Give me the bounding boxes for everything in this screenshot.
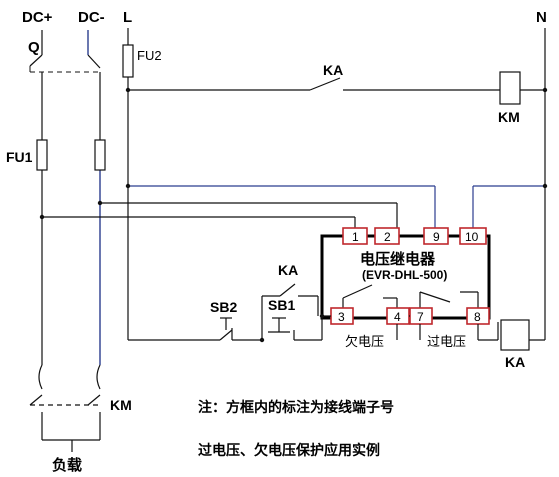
fu2-fuse xyxy=(122,44,134,78)
neutral-label: N xyxy=(536,9,547,26)
fu2-label: FU2 xyxy=(137,48,162,63)
relay-title: 电压继电器 xyxy=(360,250,436,268)
ka-coil xyxy=(500,319,530,351)
terminal-note: 注：方框内的标注为接线端子号 xyxy=(198,399,394,416)
sb2-label: SB2 xyxy=(210,299,237,315)
control-rung xyxy=(219,283,331,341)
wire-l-to-terminal-9 xyxy=(128,185,436,228)
svg-text:9: 9 xyxy=(433,230,440,244)
relay-internal-contacts xyxy=(342,284,479,310)
km-coil-label: KM xyxy=(498,109,520,125)
km-contact-label: KM xyxy=(110,397,132,413)
km-coil xyxy=(499,71,521,105)
terminal-3: 3 xyxy=(330,307,354,325)
relay-model: (EVR-DHL-500) xyxy=(362,268,447,282)
svg-text:10: 10 xyxy=(465,230,479,244)
ka-coil-rung xyxy=(396,322,545,341)
terminal-1: 1 xyxy=(342,227,368,245)
dc-plus-wire xyxy=(29,30,43,440)
terminal-2: 2 xyxy=(374,227,400,245)
wire-dc-minus-to-terminal-2 xyxy=(100,202,398,228)
terminal-4: 4 xyxy=(386,307,410,325)
line-label: L xyxy=(123,9,132,26)
fu1-label: FU1 xyxy=(6,149,33,165)
dc-minus-label: DC- xyxy=(78,9,105,26)
svg-text:1: 1 xyxy=(352,230,359,244)
over-voltage-label: 过电压 xyxy=(427,335,466,350)
load-label: 负载 xyxy=(52,456,82,474)
fu1-fuse-left xyxy=(36,139,48,171)
svg-text:8: 8 xyxy=(474,310,481,324)
q-label: Q xyxy=(28,39,40,56)
ka-hold-contact-label: KA xyxy=(278,262,298,278)
diagram-caption: 过电压、欠电压保护应用实例 xyxy=(198,442,380,459)
terminal-10: 10 xyxy=(459,227,487,245)
km-main-contact xyxy=(30,364,101,406)
ka-coil-label: KA xyxy=(505,354,525,370)
wire-n-to-terminal-10 xyxy=(472,185,545,228)
km-coil-rung xyxy=(128,77,545,91)
ka-top-label: KA xyxy=(323,62,343,78)
under-voltage-label: 欠电压 xyxy=(345,334,384,350)
fu1-fuse-right xyxy=(94,139,106,171)
svg-text:4: 4 xyxy=(394,310,401,324)
terminal-7: 7 xyxy=(409,307,433,325)
load-connector xyxy=(42,439,100,452)
svg-text:3: 3 xyxy=(338,310,345,324)
svg-text:7: 7 xyxy=(417,310,424,324)
sb1-label: SB1 xyxy=(268,297,295,313)
wire-dc-plus-to-terminal-1 xyxy=(42,216,356,228)
svg-text:2: 2 xyxy=(384,230,391,244)
terminal-9: 9 xyxy=(423,227,449,245)
dc-plus-label: DC+ xyxy=(22,9,53,26)
line-wire xyxy=(127,28,220,341)
terminal-8: 8 xyxy=(466,307,490,325)
